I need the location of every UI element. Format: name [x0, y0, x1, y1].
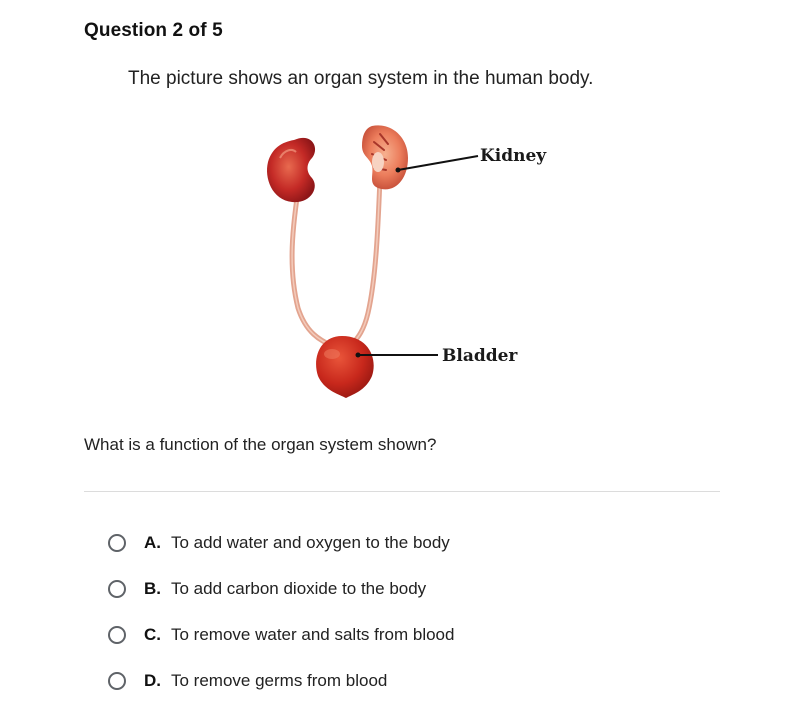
- bladder-highlight: [324, 349, 340, 359]
- urinary-system-diagram: Kidney Bladder: [250, 118, 570, 408]
- question-prompt: What is a function of the organ system s…: [84, 435, 437, 454]
- answer-option-b[interactable]: B. To add carbon dioxide to the body: [108, 566, 708, 612]
- answer-option-c[interactable]: C. To remove water and salts from blood: [108, 612, 708, 658]
- option-text: To add carbon dioxide to the body: [171, 579, 427, 598]
- radio-button-b[interactable]: [108, 580, 126, 598]
- left-ureter-inner: [291, 177, 333, 347]
- bladder: [316, 336, 374, 398]
- option-letter: D.: [144, 671, 161, 690]
- answer-options: A. To add water and oxygen to the body B…: [108, 520, 708, 704]
- left-ureter: [289, 175, 335, 349]
- right-ureter-inner: [351, 177, 381, 345]
- option-letter: C.: [144, 625, 161, 644]
- answer-option-a[interactable]: A. To add water and oxygen to the body: [108, 520, 708, 566]
- radio-button-d[interactable]: [108, 672, 126, 690]
- answer-option-d[interactable]: D. To remove germs from blood: [108, 658, 708, 704]
- left-kidney: [267, 137, 316, 203]
- divider: [84, 491, 720, 492]
- option-letter: B.: [144, 579, 161, 598]
- radio-button-a[interactable]: [108, 534, 126, 552]
- left-kidney-highlight: [279, 149, 297, 159]
- option-text: To remove water and salts from blood: [171, 625, 455, 644]
- right-kidney-pelvis: [372, 152, 384, 172]
- kidney-label: Kidney: [480, 146, 547, 166]
- option-text: To add water and oxygen to the body: [171, 533, 450, 552]
- bladder-label: Bladder: [442, 346, 518, 366]
- question-intro: The picture shows an organ system in the…: [128, 68, 594, 89]
- option-letter: A.: [144, 533, 161, 552]
- option-text: To remove germs from blood: [171, 671, 388, 690]
- radio-button-c[interactable]: [108, 626, 126, 644]
- right-kidney: [362, 125, 408, 190]
- kidney-leader-line: [397, 155, 479, 171]
- question-counter: Question 2 of 5: [84, 20, 223, 41]
